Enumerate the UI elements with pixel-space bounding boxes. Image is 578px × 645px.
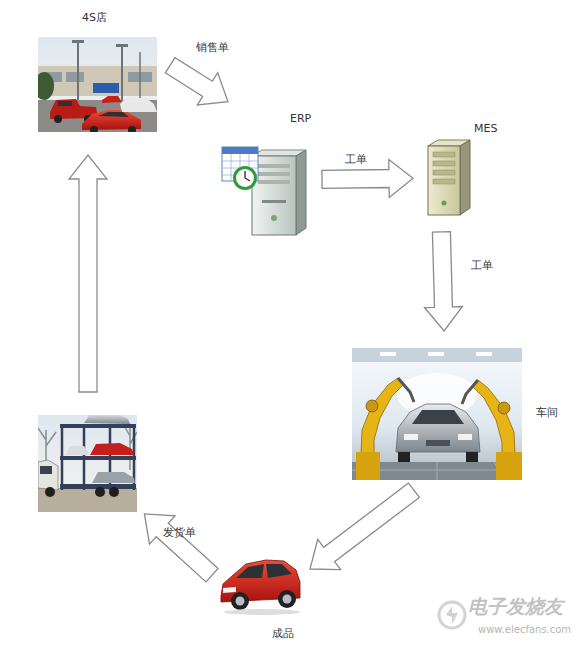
workshop-photo <box>352 348 522 480</box>
block-arrow <box>165 58 228 105</box>
node-title: 4S店 <box>82 11 107 24</box>
dealer-node: 4S店 <box>35 8 160 135</box>
block-arrow <box>69 155 107 392</box>
mes-node: MES <box>425 118 505 218</box>
watermark-logo <box>439 602 465 628</box>
node-title: MES <box>474 122 497 135</box>
product-node: 成品 <box>215 555 310 643</box>
watermark-text: 电子发烧友 <box>468 596 563 617</box>
workshop-node: 车间 <box>350 345 560 483</box>
edge-label: 工单 <box>345 153 367 166</box>
block-arrow <box>322 160 413 198</box>
erp-server-icon <box>222 147 306 235</box>
node-title: ERP <box>290 112 311 125</box>
erp-node: ERP <box>220 108 310 238</box>
watermark-text: www.elecfans.com <box>478 624 571 636</box>
edge-label: 工单 <box>471 259 493 272</box>
node-title: 车间 <box>536 406 558 419</box>
block-arrow <box>310 483 419 569</box>
block-arrow <box>144 514 218 582</box>
block-arrow <box>425 232 463 331</box>
truck-node <box>36 412 140 515</box>
edge-label: 销售单 <box>196 41 229 54</box>
mes-server-icon <box>428 140 470 215</box>
edge-label: 发货单 <box>163 526 196 539</box>
dealership-photo <box>38 37 157 132</box>
car-carrier-photo <box>38 415 137 512</box>
finished-car <box>221 560 300 615</box>
node-title: 成品 <box>272 627 294 640</box>
